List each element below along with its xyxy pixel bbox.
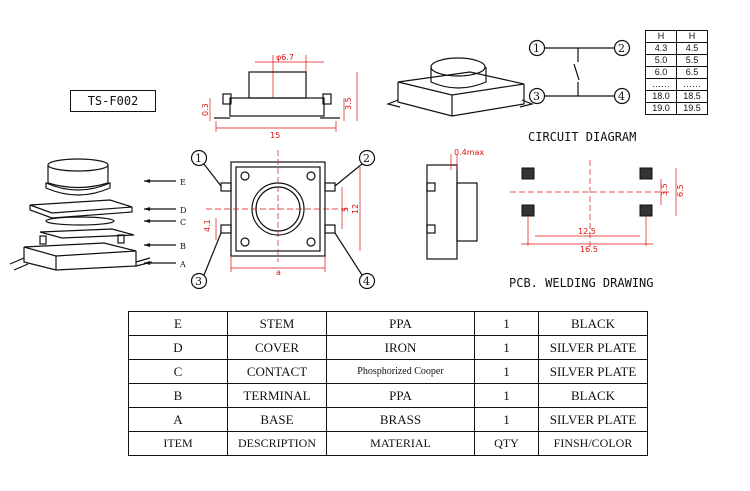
pcb-welding-drawing: 12.5 16.5 3.5 6.5 PCB. WELDING DRAWING bbox=[509, 160, 685, 290]
bom-qty: 1 bbox=[474, 359, 539, 384]
bom-finish: BLACK bbox=[538, 383, 648, 408]
height-cell: 6.0 bbox=[645, 66, 677, 79]
front-view: φ6.7 0.3 3.5 15 bbox=[201, 53, 358, 140]
dim-side-max: 0.4max bbox=[454, 148, 484, 157]
model-label: TS-F002 bbox=[70, 90, 156, 112]
circuit-pin-2: 2 bbox=[618, 42, 625, 55]
height-cell: 18.5 bbox=[676, 90, 708, 103]
bom-finish: SILVER PLATE bbox=[538, 335, 648, 360]
height-cell: …… bbox=[676, 78, 708, 91]
bom-header-qty: QTY bbox=[474, 431, 539, 456]
bom-qty: 1 bbox=[474, 335, 539, 360]
bom-item: B bbox=[128, 383, 228, 408]
top-pin-4: 4 bbox=[363, 275, 370, 288]
height-cell: 6.5 bbox=[676, 66, 708, 79]
dim-width: 15 bbox=[270, 131, 280, 140]
part-letter-e: E bbox=[180, 178, 186, 187]
bom-material: PPA bbox=[326, 311, 475, 336]
part-letter-b: B bbox=[180, 242, 186, 251]
height-cell: 19.0 bbox=[645, 102, 677, 115]
height-cell: 18.0 bbox=[645, 90, 677, 103]
height-cell: 5.0 bbox=[645, 54, 677, 67]
bom-item: D bbox=[128, 335, 228, 360]
bom-item: C bbox=[128, 359, 228, 384]
bom-row: E STEM PPA 1 BLACK bbox=[128, 311, 648, 336]
height-cell: 4.3 bbox=[645, 42, 677, 55]
height-cell: 4.5 bbox=[676, 42, 708, 55]
bom-qty: 1 bbox=[474, 383, 539, 408]
bom-header-material: MATERIAL bbox=[326, 431, 475, 456]
bom-description: CONTACT bbox=[227, 359, 327, 384]
bom-finish: BLACK bbox=[538, 311, 648, 336]
bom-qty: 1 bbox=[474, 311, 539, 336]
bill-of-materials-table: E STEM PPA 1 BLACK D COVER IRON 1 SILVER… bbox=[128, 311, 648, 456]
bom-description: TERMINAL bbox=[227, 383, 327, 408]
circuit-diagram: 1 2 3 4 CIRCUIT DIAGRAM bbox=[528, 39, 636, 144]
part-letter-c: C bbox=[180, 218, 186, 227]
dim-outer: 12 bbox=[351, 204, 360, 214]
bom-material: IRON bbox=[326, 335, 475, 360]
height-row: ………… bbox=[645, 78, 708, 91]
bom-header-row: ITEM DESCRIPTION MATERIAL QTY FINSH/COLO… bbox=[128, 431, 648, 456]
dim-pin: 4.1 bbox=[203, 219, 212, 232]
bom-header-item: ITEM bbox=[128, 431, 228, 456]
circuit-pin-1: 1 bbox=[533, 42, 540, 55]
circuit-pin-4: 4 bbox=[618, 90, 625, 103]
dim-height: 3.5 bbox=[344, 97, 353, 110]
top-pin-2: 2 bbox=[363, 152, 370, 165]
bom-description: BASE bbox=[227, 407, 327, 432]
height-cell: …… bbox=[645, 78, 677, 91]
bom-row: C CONTACT Phosphorized Cooper 1 SILVER P… bbox=[128, 359, 648, 384]
exploded-view: E D C B A bbox=[9, 158, 186, 271]
bom-finish: SILVER PLATE bbox=[538, 407, 648, 432]
part-letter-a: A bbox=[179, 260, 186, 269]
dim-cap-diameter: φ6.7 bbox=[276, 53, 294, 62]
side-view: 0.4max bbox=[426, 148, 484, 260]
switch-3d-view bbox=[386, 57, 534, 117]
dim-pcb-v1: 3.5 bbox=[660, 183, 669, 196]
dim-thickness: 0.3 bbox=[201, 103, 210, 116]
bom-row: A BASE BRASS 1 SILVER PLATE bbox=[128, 407, 648, 432]
bom-material: PPA bbox=[326, 383, 475, 408]
top-pin-3: 3 bbox=[195, 275, 202, 288]
bom-row: D COVER IRON 1 SILVER PLATE bbox=[128, 335, 648, 360]
bom-header-finish: FINSH/COLOR bbox=[538, 431, 648, 456]
top-pin-1: 1 bbox=[195, 152, 202, 165]
bom-finish: SILVER PLATE bbox=[538, 359, 648, 384]
circuit-pin-3: 3 bbox=[533, 90, 540, 103]
part-letter-d: D bbox=[180, 206, 186, 215]
bom-material: Phosphorized Cooper bbox=[326, 359, 475, 384]
pcb-heading: PCB. WELDING DRAWING bbox=[509, 276, 654, 290]
bom-row: B TERMINAL PPA 1 BLACK bbox=[128, 383, 648, 408]
top-view: 4.1 5 12 a 1 2 3 4 bbox=[190, 149, 376, 290]
bom-header-description: DESCRIPTION bbox=[227, 431, 327, 456]
dim-pcb-v2: 6.5 bbox=[676, 184, 685, 197]
bom-description: STEM bbox=[227, 311, 327, 336]
dim-base: a bbox=[276, 268, 281, 277]
circuit-heading: CIRCUIT DIAGRAM bbox=[528, 130, 636, 144]
dim-inner: 5 bbox=[341, 207, 350, 212]
bom-item: A bbox=[128, 407, 228, 432]
bom-material: BRASS bbox=[326, 407, 475, 432]
dim-pcb-h2: 16.5 bbox=[580, 245, 598, 254]
height-cell: 19.5 bbox=[676, 102, 708, 115]
dim-pcb-h1: 12.5 bbox=[578, 227, 596, 236]
height-table-header: H H bbox=[645, 30, 708, 43]
part-arrows bbox=[144, 179, 176, 265]
bom-description: COVER bbox=[227, 335, 327, 360]
model-number: TS-F002 bbox=[87, 94, 139, 108]
height-header-cell: H bbox=[676, 30, 708, 43]
height-cell: 5.5 bbox=[676, 54, 708, 67]
bom-qty: 1 bbox=[474, 407, 539, 432]
bom-item: E bbox=[128, 311, 228, 336]
height-header-cell: H bbox=[645, 30, 677, 43]
